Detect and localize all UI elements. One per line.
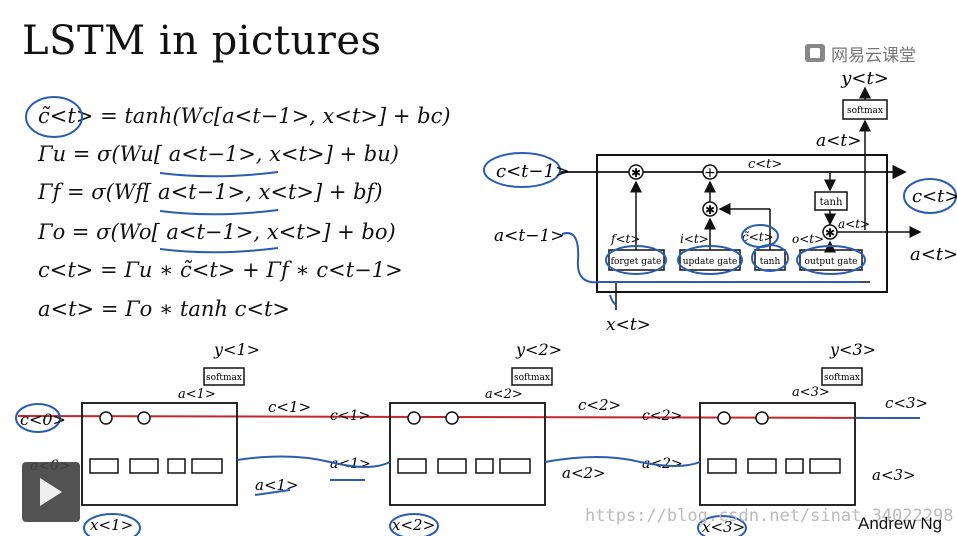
cell-box — [596, 154, 888, 293]
lstm-cell-detail: softmax y<t> a<t> ✱ + c<t> c<t−1> c<t> t… — [483, 68, 957, 335]
cell-a-out-label: a<t> — [910, 244, 957, 265]
chain-a-top-1: a<1> — [178, 387, 216, 402]
candidate-tanh-label: tanh — [760, 257, 781, 267]
logo-text: 网易云课堂 — [831, 45, 916, 66]
equation-candidate-cell: c̃<t> = tanh(Wc[a<t−1>, x<t>] + bc) — [38, 104, 451, 128]
netease-logo: 网易云课堂 — [805, 40, 916, 66]
cell-a-in-label: a<t−1> — [494, 226, 565, 246]
output-gate-symbol: o<t> — [792, 232, 824, 246]
chain-a-out-2: a<2> — [562, 464, 606, 482]
slide-title: LSTM in pictures — [22, 18, 382, 64]
chain-c-mid-1: c<1> — [330, 408, 370, 424]
cell-a-top-label: a<t> — [816, 131, 861, 151]
candidate-symbol: c̃<t> — [742, 230, 774, 244]
chain-a-out-3: a<3> — [872, 466, 916, 484]
chain-x-1: x<1> — [90, 516, 133, 534]
tanh-box — [814, 191, 848, 211]
chain-x-2: x<2> — [392, 516, 435, 534]
chain-c-out-1: c<1> — [268, 398, 311, 416]
chain-c-mid-2: c<2> — [642, 408, 682, 424]
chain-y-3: y<3> — [829, 340, 876, 359]
tanh-label: tanh — [820, 197, 843, 208]
play-icon — [40, 478, 62, 506]
add-node — [702, 164, 718, 180]
lstm-chain: c<0> a<0> softmax y<1> a<1> c<1> a<1> x<… — [15, 340, 928, 536]
cell-c-in-label: c<t−1> — [496, 161, 570, 182]
author-name: Andrew Ng — [858, 514, 943, 533]
equation-output-gate: Γo = σ(Wo[ a<t−1>, x<t>] + bo) — [38, 220, 396, 244]
forget-gate-label: forget gate — [611, 257, 662, 267]
chain-y-2: y<2> — [515, 340, 562, 359]
output-gate-label: output gate — [805, 257, 858, 267]
cell-c-line-label: c<t> — [748, 157, 782, 172]
svg-text:✱: ✱ — [631, 166, 641, 180]
chain-softmax-3: softmax — [824, 373, 860, 383]
chain-a-mid-2: a<2> — [642, 456, 683, 472]
softmax-label: softmax — [847, 106, 883, 116]
chain-cell-2: softmax y<2> a<2> c<1> a<1> c<2> a<2> x<… — [330, 340, 621, 534]
equation-update-gate: Γu = σ(Wu[ a<t−1>, x<t>] + bu) — [38, 142, 399, 166]
equation-annotations — [25, 96, 279, 254]
chain-a-top-3: a<3> — [792, 385, 830, 400]
chain-c-out-2: c<2> — [578, 396, 621, 414]
chain-cell-3: softmax y<3> a<3> c<2> a<2> c<3> a<3> x<… — [642, 340, 928, 536]
cell-c-out-label: c<t> — [912, 186, 957, 207]
svg-text:✱: ✱ — [705, 203, 715, 217]
chain-softmax-1: softmax — [206, 373, 242, 383]
chain-a-top-2: a<2> — [485, 387, 523, 402]
cell-y-label: y<t> — [840, 68, 889, 89]
chain-x-3: x<3> — [702, 518, 745, 536]
watermark: https://blog.csdn.net/sinat_34022298 — [585, 506, 954, 526]
forget-gate-symbol: f<t> — [610, 232, 640, 246]
chain-softmax-2: softmax — [514, 373, 550, 383]
cell-a-side-label: a<t> — [838, 217, 870, 231]
update-gate-label: update gate — [683, 257, 738, 267]
play-button[interactable] — [22, 462, 80, 522]
logo-icon — [805, 44, 825, 62]
chain-c-out-3: c<3> — [885, 394, 928, 412]
svg-text:+: + — [704, 165, 716, 181]
chain-cell-1: softmax y<1> a<1> c<1> a<1> x<1> — [81, 340, 311, 534]
svg-text:✱: ✱ — [825, 226, 835, 240]
equation-activation: a<t> = Γo ∗ tanh c<t> — [38, 297, 291, 321]
equation-cell-state: c<t> = Γu ∗ c̃<t> + Γf ∗ c<t−1> — [38, 258, 403, 282]
equation-forget-gate: Γf = σ(Wf[ a<t−1>, x<t>] + bf) — [38, 180, 383, 204]
chain-c0-label: c<0> — [20, 410, 66, 429]
chain-a-mid-1: a<1> — [330, 456, 371, 472]
forget-multiply-node — [628, 164, 644, 180]
update-gate-symbol: i<t> — [680, 232, 709, 246]
cell-x-in-label: x<t> — [606, 315, 651, 335]
chain-y-1: y<1> — [213, 340, 260, 359]
